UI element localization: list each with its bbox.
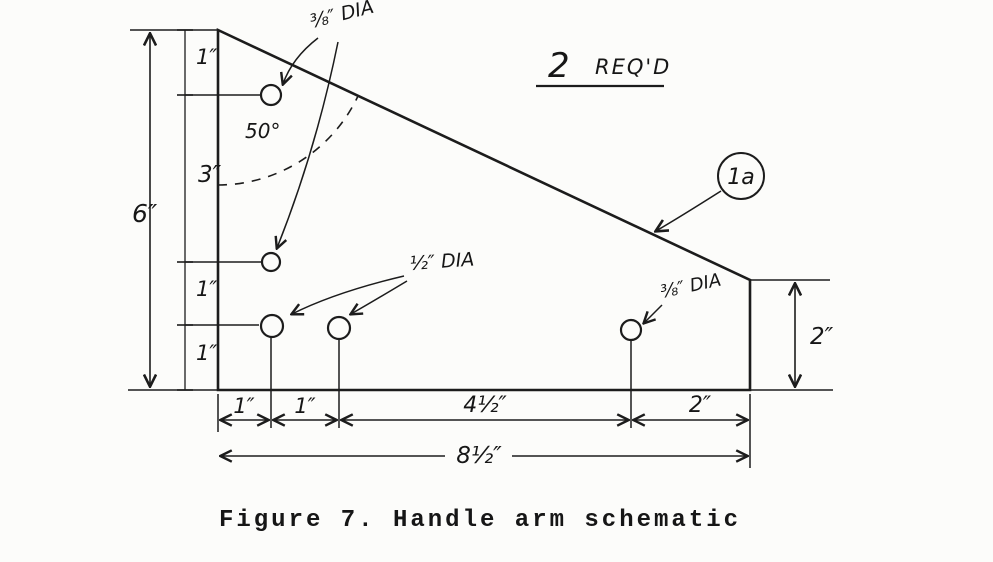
left-segment-dimensions: 1″ 3″ 1″ 1″ [177, 29, 222, 391]
hole-bottom-second [326, 315, 352, 341]
left-total-dimension: 6″ [132, 34, 158, 386]
hole-bottom-left [259, 313, 285, 339]
balloon-callout: 1a [656, 152, 765, 231]
hole-centerlines [185, 94, 261, 326]
quantity-number: 2 [548, 46, 570, 86]
mid-hole-leader-2 [351, 280, 408, 314]
right-hole-label: ⅜″ DIA [659, 270, 723, 303]
bottom-seg-label-2: 1″ [294, 394, 315, 418]
quantity-text: REQ'D [595, 55, 671, 79]
hole-bottom-right [619, 318, 643, 342]
left-seg-label-2: 3″ [198, 162, 222, 188]
angle-label: 50° [245, 119, 280, 143]
quantity-note: 2 REQ'D [536, 46, 671, 88]
part-outline [216, 27, 752, 392]
balloon-circle [717, 152, 765, 200]
right-hole-leader [644, 304, 663, 323]
hole-drop-lines [270, 337, 632, 428]
bottom-seg-label-3: 4½″ [463, 393, 507, 418]
left-seg-label-4: 1″ [196, 341, 217, 365]
bottom-segment-lines [217, 394, 751, 468]
figure-caption: Figure 7. Handle arm schematic [219, 507, 741, 534]
right-dimension-label: 2″ [810, 324, 834, 350]
left-total-label: 6″ [132, 199, 158, 228]
right-hole-callout: ⅜″ DIA [644, 270, 723, 323]
right-dimension: 2″ [795, 284, 834, 386]
left-seg-label-3: 1″ [196, 277, 217, 301]
mid-hole-label: ½″ DIA [409, 249, 475, 275]
balloon-leader [656, 190, 722, 231]
left-seg-label-1: 1″ [196, 45, 217, 69]
bottom-seg-label-1: 1″ [233, 394, 254, 418]
hole-mid-left [260, 251, 282, 273]
balloon-label: 1a [727, 165, 754, 190]
bottom-total-label: 8½″ [456, 443, 502, 469]
angle-arc [217, 95, 359, 186]
mid-hole-leader-1 [292, 275, 405, 314]
top-hole-leader-2 [277, 41, 339, 248]
extension-lines [128, 29, 833, 391]
hole-top-left [259, 83, 283, 107]
top-hole-callout: ⅜″ DIA [277, 0, 376, 248]
part-outline-path [216, 27, 752, 392]
top-hole-label: ⅜″ DIA [308, 0, 376, 33]
bottom-segment-dimensions: 1″ 1″ 4½″ 2″ [217, 393, 751, 468]
bottom-seg-label-4: 2″ [689, 393, 712, 418]
bottom-total-dimension: 8½″ [221, 443, 747, 469]
angle-dimension: 50° [217, 95, 359, 186]
top-hole-leader-1 [283, 37, 319, 84]
mid-hole-callout: ½″ DIA [292, 249, 475, 314]
